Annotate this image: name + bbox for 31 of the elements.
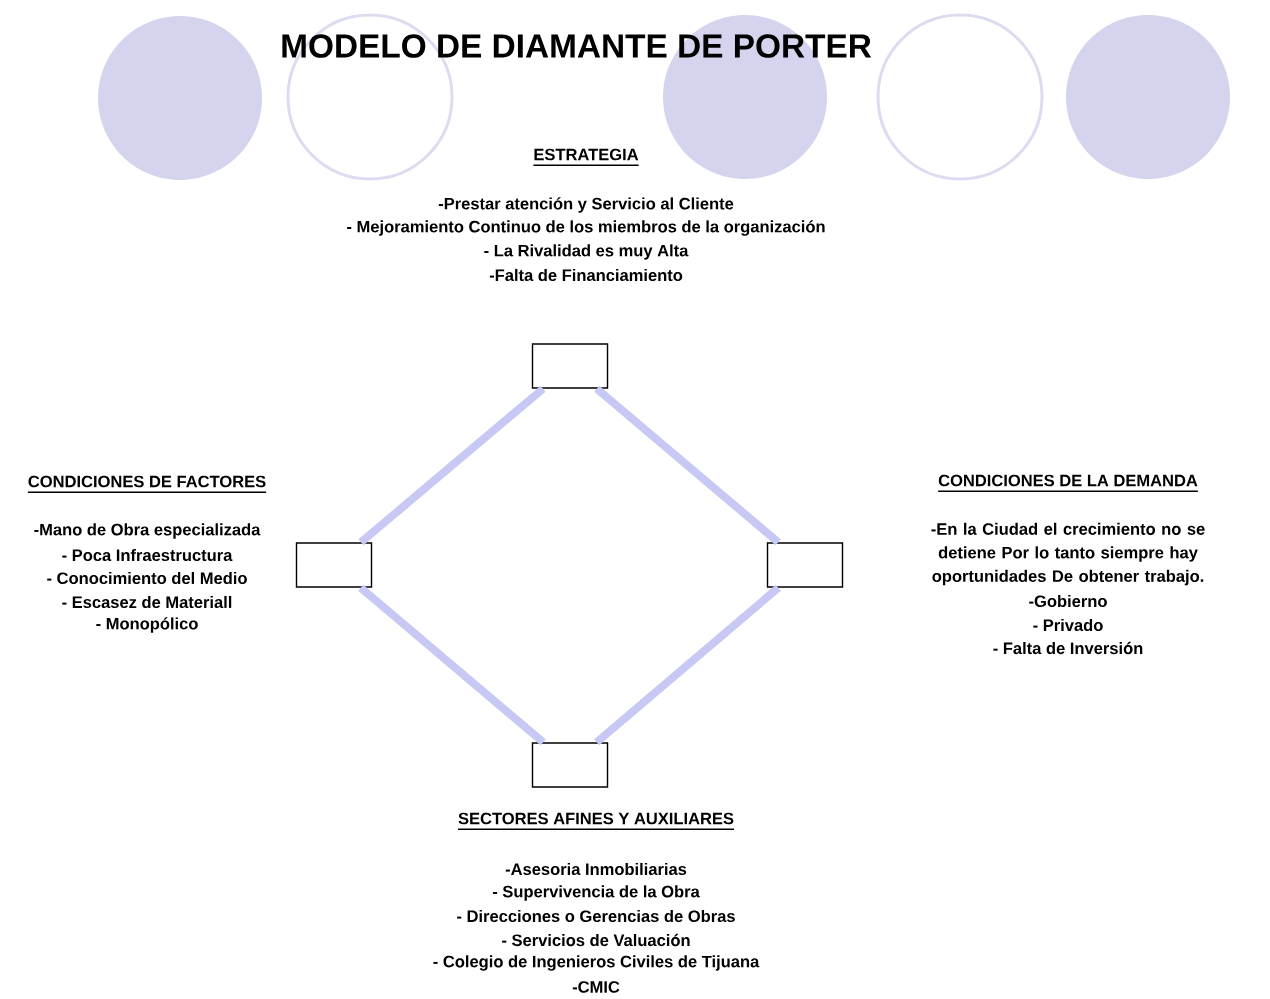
list-item: - Poca Infraestructura bbox=[62, 548, 233, 562]
list-item: - Escasez de Materiall bbox=[62, 595, 232, 609]
diamond-line bbox=[594, 584, 781, 746]
list-item: - Falta de Inversión bbox=[993, 641, 1143, 655]
list-item: - Monopólico bbox=[96, 617, 198, 633]
section-heading: SECTORES AFINES Y AUXILIARES bbox=[457, 812, 735, 830]
empty-box bbox=[766, 542, 844, 588]
list-item: - Conocimiento del Medio bbox=[47, 571, 247, 585]
list-item: - Direcciones o Gerencias de Obras bbox=[457, 909, 735, 923]
list-item: -Prestar atención y Servicio al Cliente bbox=[438, 197, 734, 213]
list-item: - Colegio de Ingenieros Civiles de Tijuana bbox=[433, 955, 760, 971]
list-item: - La Rivalidad es muy Alta bbox=[484, 244, 689, 260]
list-item: -Asesoria Inmobiliarias bbox=[505, 862, 687, 876]
diamond-line bbox=[358, 385, 546, 546]
list-item: - Servicios de Valuación bbox=[502, 933, 690, 947]
section-heading: ESTRATEGIA bbox=[532, 148, 640, 166]
diamond-line bbox=[594, 385, 781, 546]
list-item: - Supervivencia de la Obra bbox=[492, 885, 700, 901]
list-item: -En la Ciudad el crecimiento no se detiene Por lo tanto siempre hay oportunidades De obtener trabajo. bbox=[931, 522, 1205, 586]
list-item: -Gobierno bbox=[1029, 594, 1107, 608]
list-item: -CMIC bbox=[572, 981, 620, 993]
section-heading: CONDICIONES DE FACTORES bbox=[27, 475, 267, 493]
empty-box bbox=[531, 742, 609, 788]
list-item: - Mejoramiento Continuo de los miembros de la organización bbox=[347, 220, 825, 236]
empty-box bbox=[295, 542, 373, 588]
section-heading: CONDICIONES DE LA DEMANDA bbox=[937, 474, 1199, 492]
list-item: - Privado bbox=[1033, 618, 1103, 632]
title: MODELO DE DIAMANTE DE PORTER bbox=[282, 34, 872, 58]
empty-box bbox=[531, 343, 609, 389]
list-item: -Mano de Obra especializada bbox=[34, 523, 261, 539]
diamond-line bbox=[358, 584, 546, 746]
